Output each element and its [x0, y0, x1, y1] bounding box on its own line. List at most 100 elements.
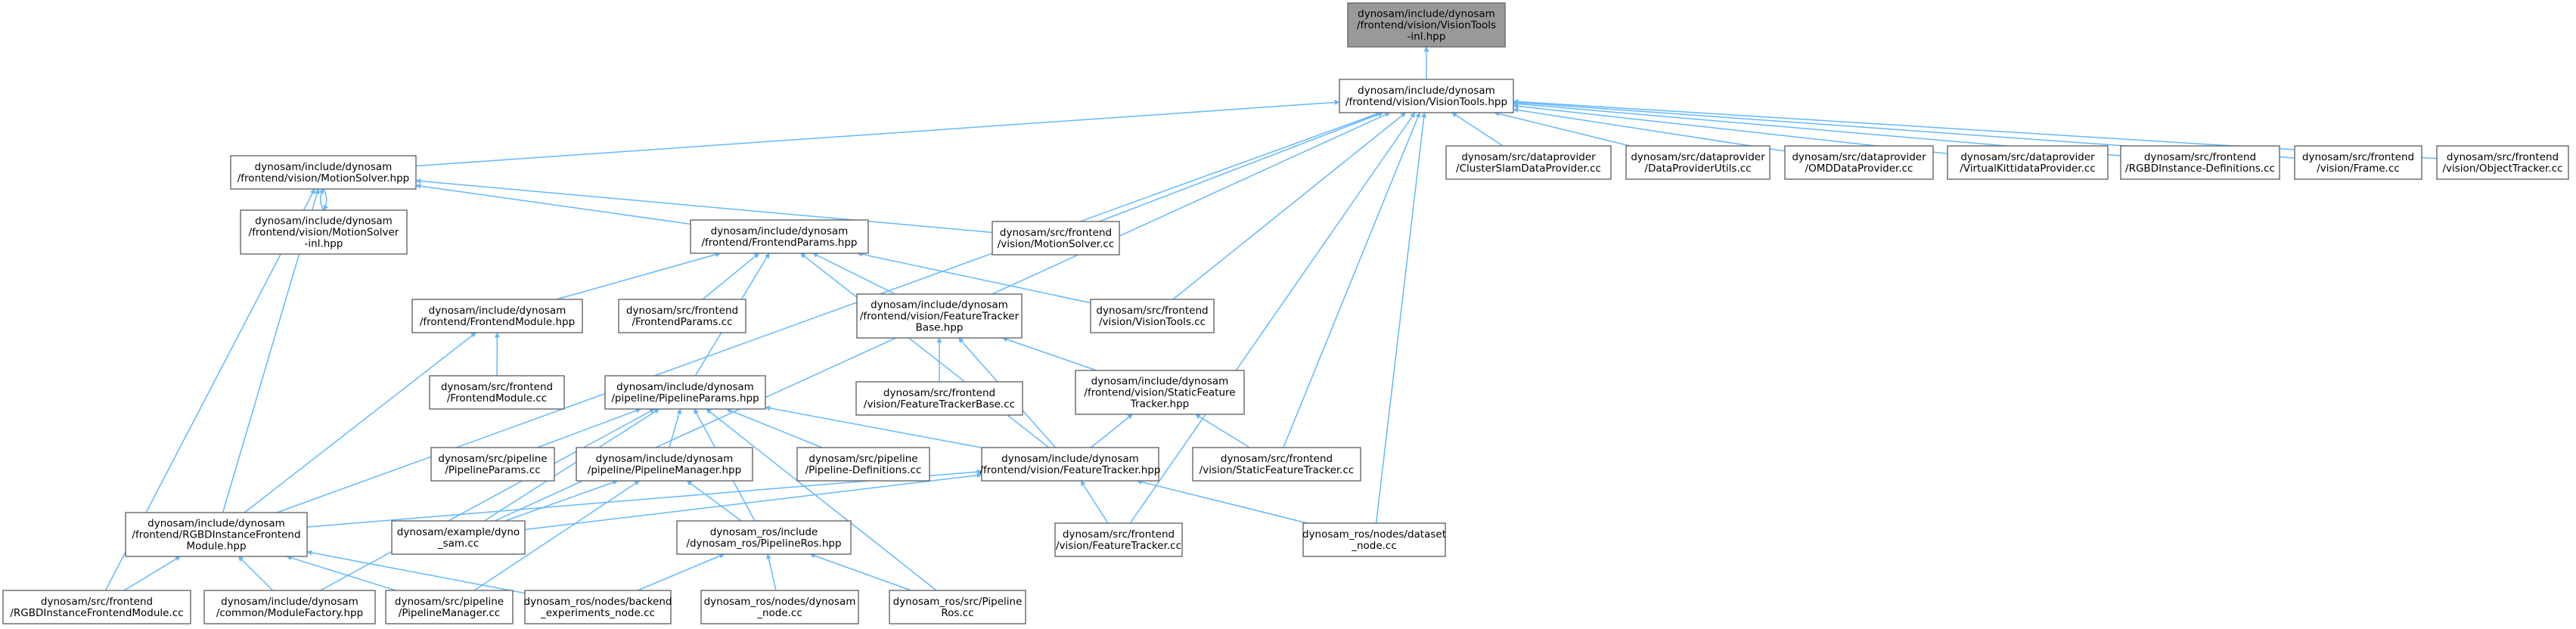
node-layer: dynosam/include/dynosam/frontend/vision/… [3, 3, 2568, 624]
node-label-line: Base.hpp [916, 322, 964, 334]
node-label-line: /dynosam_ros/PipelineRos.hpp [686, 538, 841, 550]
node-label-line: _experiments_node.cc [540, 607, 655, 619]
node-backend[interactable]: dynosam_ros/nodes/backend_experiments_no… [524, 590, 672, 624]
node-fm[interactable]: dynosam/include/dynosam/frontend/Fronten… [412, 299, 582, 333]
node-label-line: dynosam/src/dataprovider [1960, 151, 2095, 163]
node-ot[interactable]: dynosam/src/frontend/vision/ObjectTracke… [2437, 146, 2568, 179]
node-vt[interactable]: dynosam/include/dynosam/frontend/vision/… [1339, 79, 1513, 113]
node-rgbd_fm_cc[interactable]: dynosam/src/frontend/RGBDInstanceFronten… [3, 590, 191, 624]
node-label-line: dynosam/include/dynosam [616, 381, 754, 393]
node-frame[interactable]: dynosam/src/frontend/vision/Frame.cc [2295, 146, 2422, 179]
node-label-line: dynosam_ros/include [710, 526, 818, 538]
node-label-line: dynosam/src/dataprovider [1461, 151, 1596, 163]
node-mfact[interactable]: dynosam/include/dynosam/common/ModuleFac… [204, 590, 375, 624]
node-vt_inl[interactable]: dynosam/include/dynosam/frontend/vision/… [1348, 3, 1505, 47]
node-label-line: dynosam/include/dynosam [429, 305, 566, 317]
node-label-line: /vision/FeatureTracker.cc [1056, 540, 1181, 552]
node-label-line: /pipeline/PipelineManager.hpp [588, 464, 741, 476]
node-ms_cc[interactable]: dynosam/src/frontend/vision/MotionSolver… [992, 222, 1119, 255]
node-ft_cc[interactable]: dynosam/src/frontend/vision/FeatureTrack… [1055, 523, 1182, 556]
edge-dataset-to-vt [1376, 113, 1425, 523]
edge-vt_cc-to-vt [1173, 113, 1406, 299]
node-pros[interactable]: dynosam_ros/include/dynosam_ros/Pipeline… [677, 521, 851, 554]
node-fp[interactable]: dynosam/include/dynosam/frontend/Fronten… [691, 220, 868, 253]
node-dataset[interactable]: dynosam_ros/nodes/dataset_node.cc [1302, 523, 1446, 556]
edge-dyno_sam-to-pm [505, 481, 618, 521]
node-ft[interactable]: dynosam/include/dynosam/frontend/vision/… [980, 448, 1161, 481]
edge-pros_cc-to-pp [706, 409, 936, 590]
node-label-line: /DataProviderUtils.cc [1644, 163, 1751, 175]
node-sft[interactable]: dynosam/include/dynosam/frontend/vision/… [1075, 370, 1244, 414]
node-rgbd_def[interactable]: dynosam/src/frontend/RGBDInstance-Defini… [2121, 146, 2280, 179]
node-label-line: dynosam/src/dataprovider [1792, 151, 1926, 163]
node-pp_cc[interactable]: dynosam/src/pipeline/PipelineParams.cc [431, 448, 554, 481]
node-label-line: _sam.cc [437, 538, 479, 550]
node-label-line: dynosam_ros/nodes/backend [524, 596, 672, 608]
node-label-line: /frontend/vision/FeatureTracker [860, 311, 1020, 323]
node-label-line: /frontend/vision/FeatureTracker.hpp [980, 464, 1161, 476]
edge-pm_cc-to-rgbd_fm [287, 556, 396, 590]
node-label-line: dynosam/example/dyno [397, 526, 520, 538]
node-label-line: dynosam_ros/nodes/dynosam [704, 596, 856, 608]
edge-dnode-to-pros [768, 554, 776, 590]
node-label-line: /vision/FeatureTrackerBase.cc [864, 398, 1015, 411]
node-ftb[interactable]: dynosam/include/dynosam/frontend/vision/… [857, 294, 1022, 338]
node-ftb_cc[interactable]: dynosam/src/frontend/vision/FeatureTrack… [856, 382, 1023, 415]
node-pdef[interactable]: dynosam/src/pipeline/Pipeline-Definition… [797, 448, 930, 481]
node-rgbd_fm[interactable]: dynosam/include/dynosam/frontend/RGBDIns… [126, 513, 307, 556]
node-pm_cc[interactable]: dynosam/src/pipeline/PipelineManager.cc [386, 590, 513, 624]
node-ms[interactable]: dynosam/include/dynosam/frontend/vision/… [231, 156, 416, 189]
edge-fp_cc-to-fp [703, 253, 759, 299]
node-fm_cc[interactable]: dynosam/src/frontend/FrontendModule.cc [430, 376, 564, 409]
node-label-line: dynosam/include/dynosam [711, 225, 849, 237]
node-dyno_sam[interactable]: dynosam/example/dyno_sam.cc [392, 521, 525, 554]
node-label-line: dynosam/src/pipeline [395, 596, 504, 608]
node-dnode[interactable]: dynosam_ros/nodes/dynosam_node.cc [701, 590, 858, 624]
edge-dataset-to-ft [1137, 481, 1307, 523]
node-label-line: -inl.hpp [1407, 31, 1446, 43]
edge-mfact-to-rgbd_fm [238, 556, 272, 590]
node-pp[interactable]: dynosam/include/dynosam/pipeline/Pipelin… [605, 376, 765, 409]
node-label-line: /pipeline/PipelineParams.hpp [611, 392, 759, 404]
node-label-line: /FrontendParams.cc [632, 316, 732, 328]
edge-ft-to-sft [1091, 414, 1132, 448]
node-dpu[interactable]: dynosam/src/dataprovider/DataProviderUti… [1626, 146, 1770, 179]
node-label-line: dynosam/src/frontend [626, 305, 738, 317]
node-label-line: /frontend/vision/VisionTools [1357, 20, 1496, 32]
node-label-line: /frontend/FrontendModule.hpp [420, 316, 575, 328]
node-label-line: /frontend/vision/VisionTools.hpp [1345, 96, 1507, 108]
node-pros_cc[interactable]: dynosam_ros/src/PipelineRos.cc [889, 590, 1026, 624]
edge-csdp-to-vt [1452, 113, 1504, 146]
node-label-line: /frontend/vision/MotionSolver.hpp [237, 172, 409, 184]
node-vt_cc[interactable]: dynosam/src/frontend/vision/VisionTools.… [1091, 299, 1214, 333]
node-label-line: dynosam/src/frontend [1096, 305, 1208, 317]
node-label-line: dynosam/include/dynosam [1001, 453, 1139, 465]
node-ms_inl[interactable]: dynosam/include/dynosam/frontend/vision/… [241, 210, 407, 254]
node-label-line: dynosam/include/dynosam [1358, 85, 1495, 97]
node-label-line: /RGBDInstance-Definitions.cc [2125, 163, 2275, 175]
node-label-line: _node.cc [1351, 540, 1397, 552]
edge-rgbd_fm_cc-to-rgbd_fm [124, 556, 180, 590]
node-label-line: /frontend/FrontendParams.hpp [701, 237, 857, 249]
edge-ms_inl-to-ms [321, 189, 324, 210]
node-label-line: /PipelineParams.cc [445, 464, 540, 476]
node-label-line: dynosam/src/frontend [2144, 151, 2256, 163]
node-label-line: dynosam/include/dynosam [221, 596, 358, 608]
edge-ms-to-vt [416, 102, 1339, 166]
node-label-line: dynosam/include/dynosam [147, 518, 285, 530]
edge-rgbd_fm-to-fm [244, 333, 476, 513]
node-sft_cc[interactable]: dynosam/src/frontend/vision/StaticFeatur… [1193, 448, 1361, 481]
node-vkd[interactable]: dynosam/src/dataprovider/VirtualKittidat… [1948, 146, 2108, 179]
node-label-line: dynosam/src/frontend [2447, 151, 2559, 163]
node-label-line: dynosam/src/pipeline [808, 453, 917, 465]
node-pm[interactable]: dynosam/include/dynosam/pipeline/Pipelin… [576, 448, 753, 481]
edge-pm-to-pp [669, 409, 681, 448]
node-csdp[interactable]: dynosam/src/dataprovider/ClusterSlamData… [1446, 146, 1611, 179]
node-fp_cc[interactable]: dynosam/src/frontend/FrontendParams.cc [619, 299, 746, 333]
node-label-line: _node.cc [756, 607, 802, 619]
node-omd[interactable]: dynosam/src/dataprovider/OMDDataProvider… [1785, 146, 1933, 179]
node-label-line: dynosam/src/frontend [41, 596, 153, 608]
node-label-line: Module.hpp [186, 541, 246, 553]
node-label-line: /vision/ObjectTracker.cc [2442, 163, 2562, 175]
node-label-line: /frontend/vision/MotionSolver [249, 227, 399, 239]
